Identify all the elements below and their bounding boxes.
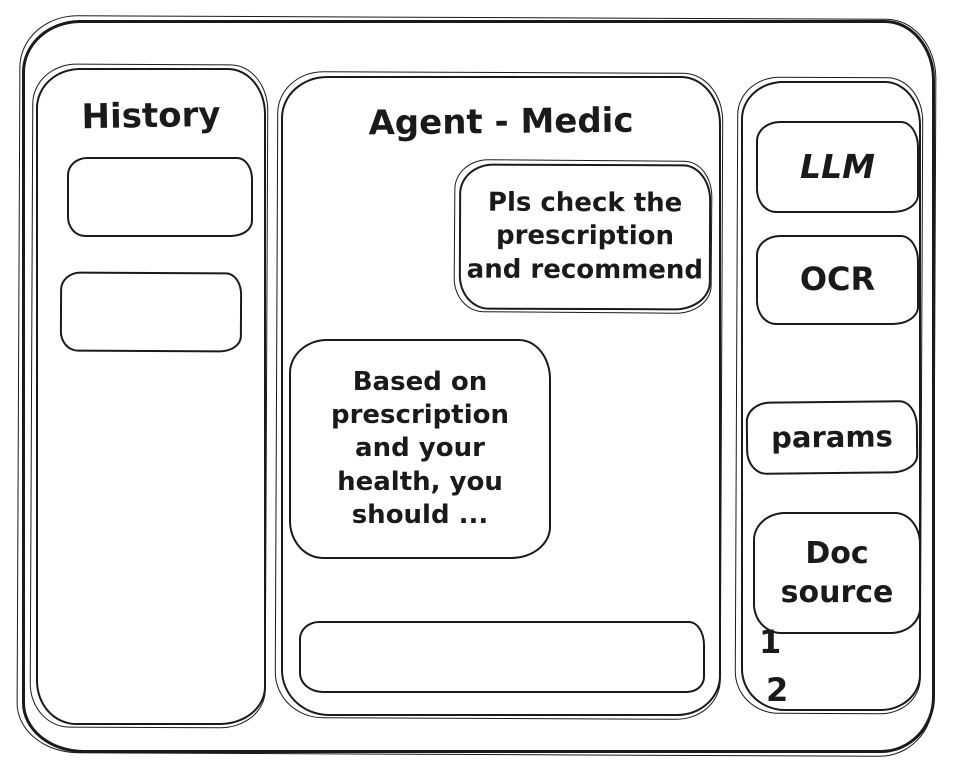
chat-panel: Agent - Medic Pls check the prescription… — [281, 76, 721, 716]
tools-panel: LLM OCR params Doc source 1 2 — [741, 81, 921, 711]
chat-title: Agent - Medic — [368, 100, 634, 144]
doc-source-button[interactable]: Doc source — [753, 512, 921, 634]
main-frame: History Agent - Medic Pls check the pres… — [22, 20, 935, 753]
chat-input[interactable] — [299, 621, 705, 693]
doc-source-item-1[interactable]: 1 — [759, 623, 782, 661]
assistant-message-bubble: Based on prescription and your health, y… — [289, 339, 551, 559]
history-panel: History — [36, 68, 266, 725]
user-message-bubble: Pls check the prescription and recommend — [458, 163, 712, 311]
history-item-1[interactable] — [67, 157, 253, 237]
history-item-2[interactable] — [59, 271, 243, 353]
doc-source-item-2[interactable]: 2 — [766, 671, 789, 709]
params-button[interactable]: params — [745, 400, 919, 475]
history-title: History — [81, 94, 221, 138]
llm-button[interactable]: LLM — [756, 121, 919, 213]
ocr-button[interactable]: OCR — [756, 235, 919, 325]
